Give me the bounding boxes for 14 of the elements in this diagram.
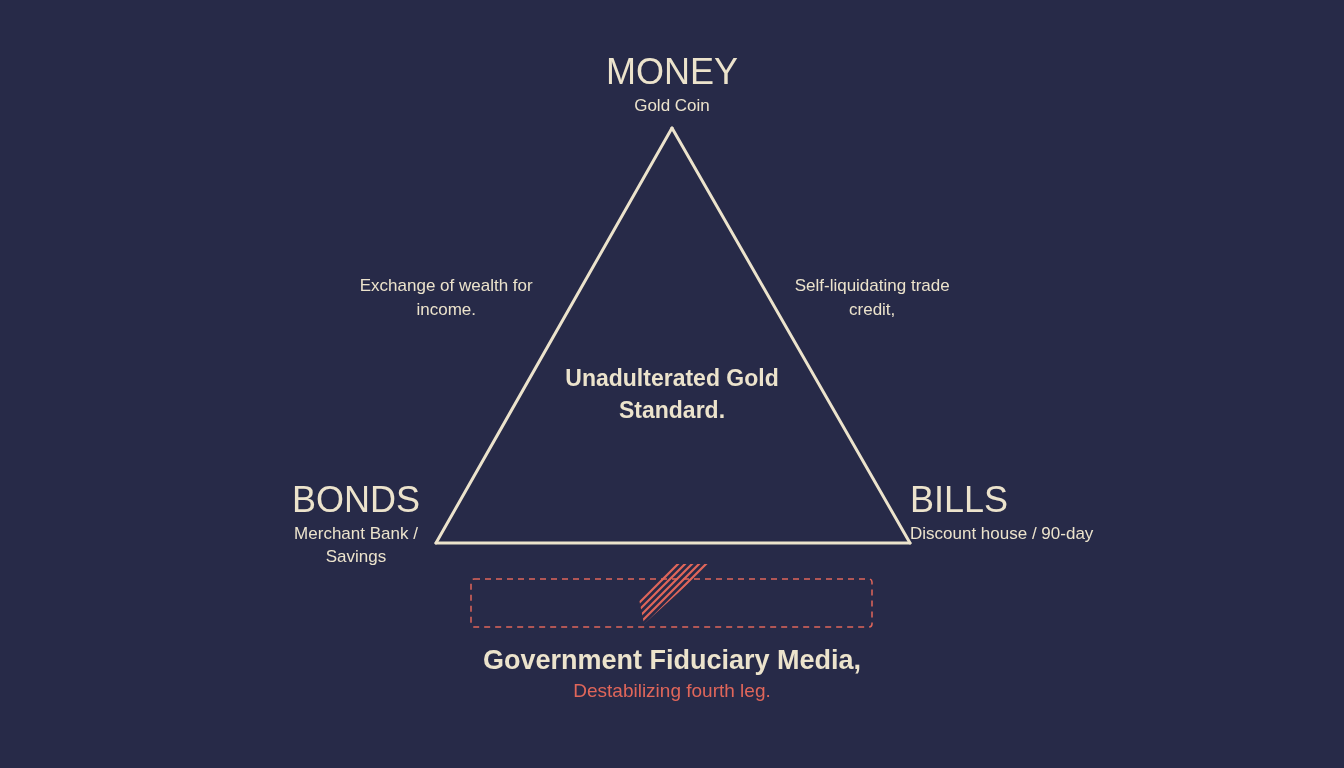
triangle-side-line	[434, 541, 912, 545]
node-subtitle: Merchant Bank / Savings	[293, 523, 419, 568]
center-text: Unadulterated Gold Standard.	[564, 364, 780, 425]
edge-label: Exchange of wealth for income.	[358, 275, 534, 322]
node-title: Government Fiduciary Media,	[482, 644, 862, 677]
node-title: MONEY	[606, 50, 738, 94]
node-title: BONDS	[292, 478, 420, 522]
triangle-side-line	[434, 126, 674, 545]
node-title: BILLS	[910, 478, 1009, 522]
triangle-side-line	[670, 126, 912, 545]
edge-label: Self-liquidating trade credit,	[793, 275, 951, 322]
node-subtitle: Discount house / 90-day	[910, 523, 1094, 545]
node-subtitle: Gold Coin	[634, 95, 710, 117]
node-subtitle: Destabilizing fourth leg.	[573, 679, 771, 703]
